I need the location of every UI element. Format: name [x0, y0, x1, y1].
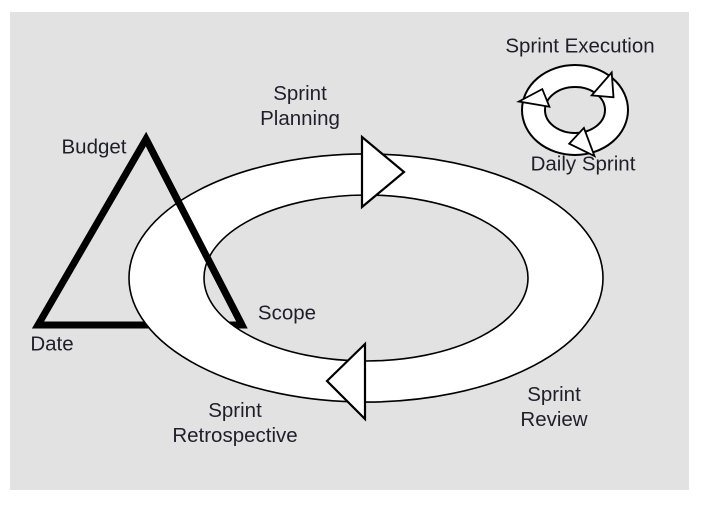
label-sprint-planning-line2: Planning	[260, 107, 340, 130]
sprint-cycle-bottom-arrowhead-icon	[325, 341, 367, 422]
daily-cycle-arrowhead-bottom-icon	[567, 126, 597, 158]
label-scope: Scope	[257, 301, 317, 325]
label-sprint-retrospective-line1: Sprint	[208, 399, 262, 422]
iron-triangle-scope-edge	[142, 137, 246, 327]
label-date: Date	[30, 332, 74, 356]
label-sprint-retrospective: Sprint Retrospective	[172, 398, 297, 448]
label-sprint-planning-line1: Sprint	[273, 82, 327, 105]
sprint-cycle-ring	[128, 153, 604, 403]
daily-sprint-cycle-icon	[516, 64, 630, 158]
label-sprint-planning: Sprint Planning	[260, 81, 340, 131]
label-sprint-retrospective-line2: Retrospective	[172, 424, 298, 447]
label-daily-sprint: Daily Sprint	[530, 152, 636, 176]
label-sprint-execution: Sprint Execution	[505, 34, 655, 58]
sprint-cycle-top-arrowhead-icon	[360, 134, 406, 210]
label-sprint-review-line2: Review	[520, 408, 588, 431]
label-sprint-review-line1: Sprint	[527, 383, 581, 406]
daily-cycle-arrowhead-top-icon	[589, 70, 615, 99]
label-sprint-review: Sprint Review	[520, 382, 587, 432]
daily-cycle-arrowhead-left-icon	[516, 87, 551, 108]
label-budget: Budget	[61, 135, 127, 159]
